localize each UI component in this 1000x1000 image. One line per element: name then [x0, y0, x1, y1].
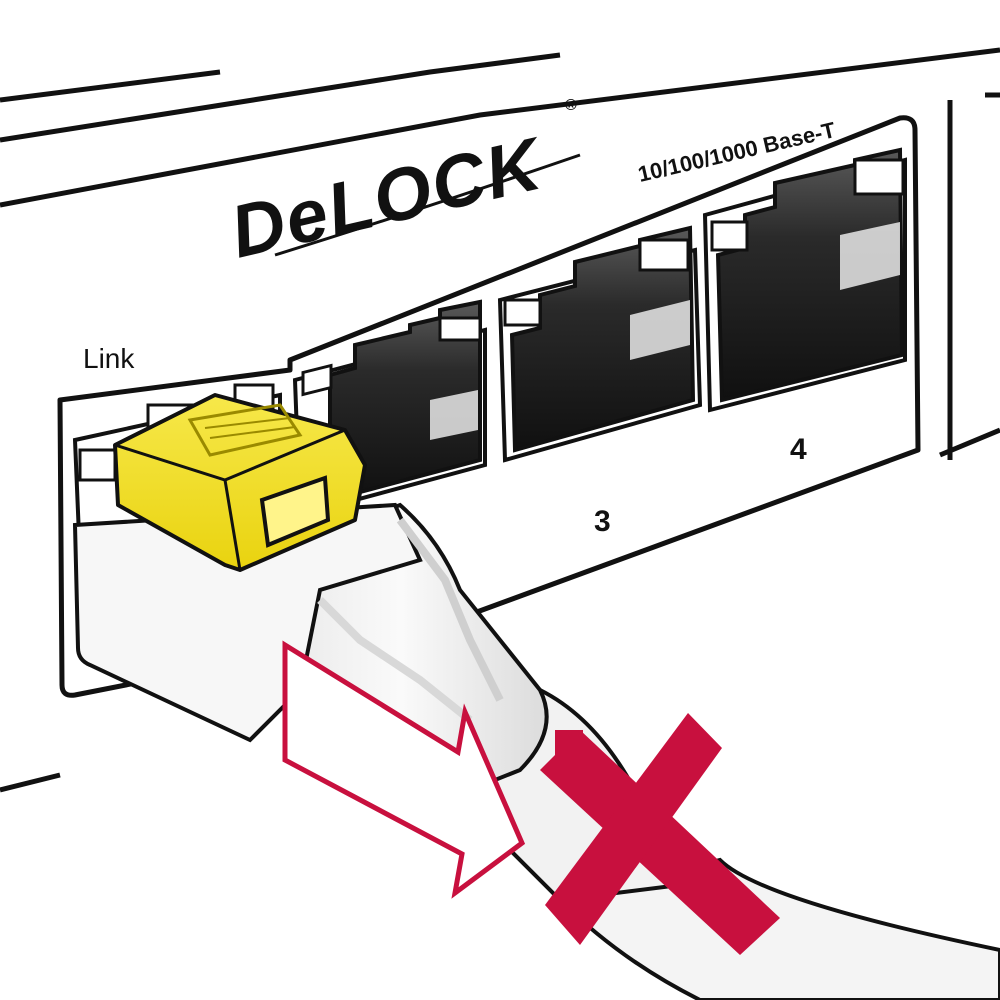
- registered-mark: ®: [565, 97, 577, 114]
- port-4[interactable]: [702, 147, 907, 413]
- port-3[interactable]: [497, 225, 703, 463]
- front-panel: [57, 115, 921, 698]
- white-rj45-plug-icon[interactable]: [72, 502, 1000, 1000]
- link-label: Link: [83, 343, 135, 374]
- yellow-port-blocker-icon[interactable]: [113, 393, 367, 572]
- delock-logo: DeLOCK ®: [223, 97, 581, 274]
- pull-out-arrow-icon: [282, 640, 526, 899]
- port-4-number: 4: [790, 433, 807, 466]
- switch-housing: [0, 47, 1000, 793]
- red-cross-icon: [540, 713, 780, 955]
- logo-text: DeLOCK: [223, 121, 552, 274]
- port-3-number: 3: [594, 505, 611, 538]
